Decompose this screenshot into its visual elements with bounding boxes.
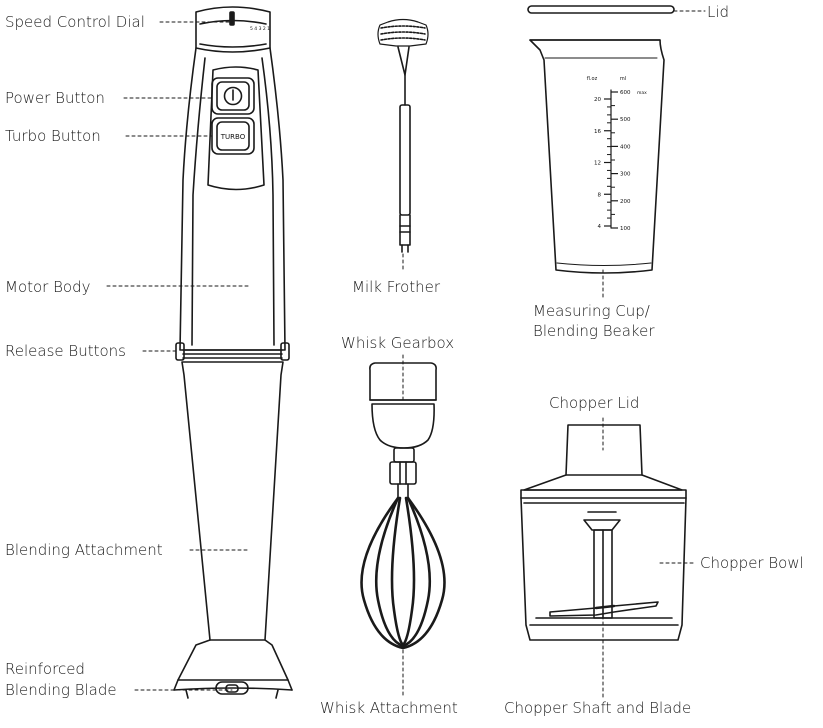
turbo-button[interactable]: TURBO [211,117,255,155]
label-turbo-button: Turbo Button [5,127,101,145]
chopper-bowl [520,497,687,641]
measuring-cup [529,39,665,274]
label-chopper-bowl: Chopper Bowl [700,554,804,572]
label-release-buttons: Release Buttons [5,342,126,360]
floz-mark-label: 4 [598,224,602,230]
button-panel [207,66,265,191]
speed-dial-marks: 5 4 3 2 1 [250,26,270,32]
turbo-button-text: TURBO [220,133,246,141]
chopper-shaft-and-blade [549,529,659,619]
label-lid: Lid [707,3,730,21]
ml-mark-label: 600 [620,90,631,96]
floz-mark-label: 12 [594,161,601,167]
beaker-lid [527,5,675,14]
label-whisk-attachment: Whisk Attachment [320,699,458,717]
label-reinforced-line1: Reinforced [5,660,85,678]
unit-ml: ml [620,76,626,82]
label-reinforced-line2: Blending Blade [5,681,117,699]
label-motor-body: Motor Body [5,278,91,296]
ml-mark-label: 500 [620,117,631,123]
label-measuring-cup-line2: Blending Beaker [533,322,655,340]
floz-mark-label: 8 [598,192,602,198]
floz-mark-label: 20 [594,97,601,103]
unit-floz: fl.oz [587,76,598,82]
speed-control-dial: 5 4 3 2 1 [195,6,271,53]
ml-mark-label: 300 [620,172,631,178]
max-label: max [637,91,647,96]
label-blending-attachment: Blending Attachment [5,541,163,559]
measuring-scale: fl.oz ml 600 500 400 300 200 100 max 20 16 12 8 4 [587,76,647,232]
label-chopper-shaft-and-blade: Chopper Shaft and Blade [504,699,692,717]
label-whisk-gearbox: Whisk Gearbox [341,334,455,352]
label-speed-control-dial: Speed Control Dial [5,13,145,31]
label-power-button: Power Button [5,89,105,107]
ml-mark-label: 400 [620,144,631,150]
blending-blade-guard [173,639,293,699]
ml-mark-label: 200 [620,199,631,205]
power-button[interactable] [211,77,255,115]
ml-mark-label: 100 [620,226,631,232]
milk-frother [377,18,429,253]
blending-attachment [181,361,284,641]
label-chopper-lid: Chopper Lid [549,394,640,412]
label-milk-frother: Milk Frother [352,278,441,296]
whisk-attachment [360,447,446,650]
hand-blender: 5 4 3 2 1 TURBO [173,6,293,699]
floz-mark-label: 16 [594,129,601,135]
label-measuring-cup-line1: Measuring Cup/ [533,302,650,320]
release-buttons[interactable] [175,342,290,361]
leader-lines [106,10,706,699]
